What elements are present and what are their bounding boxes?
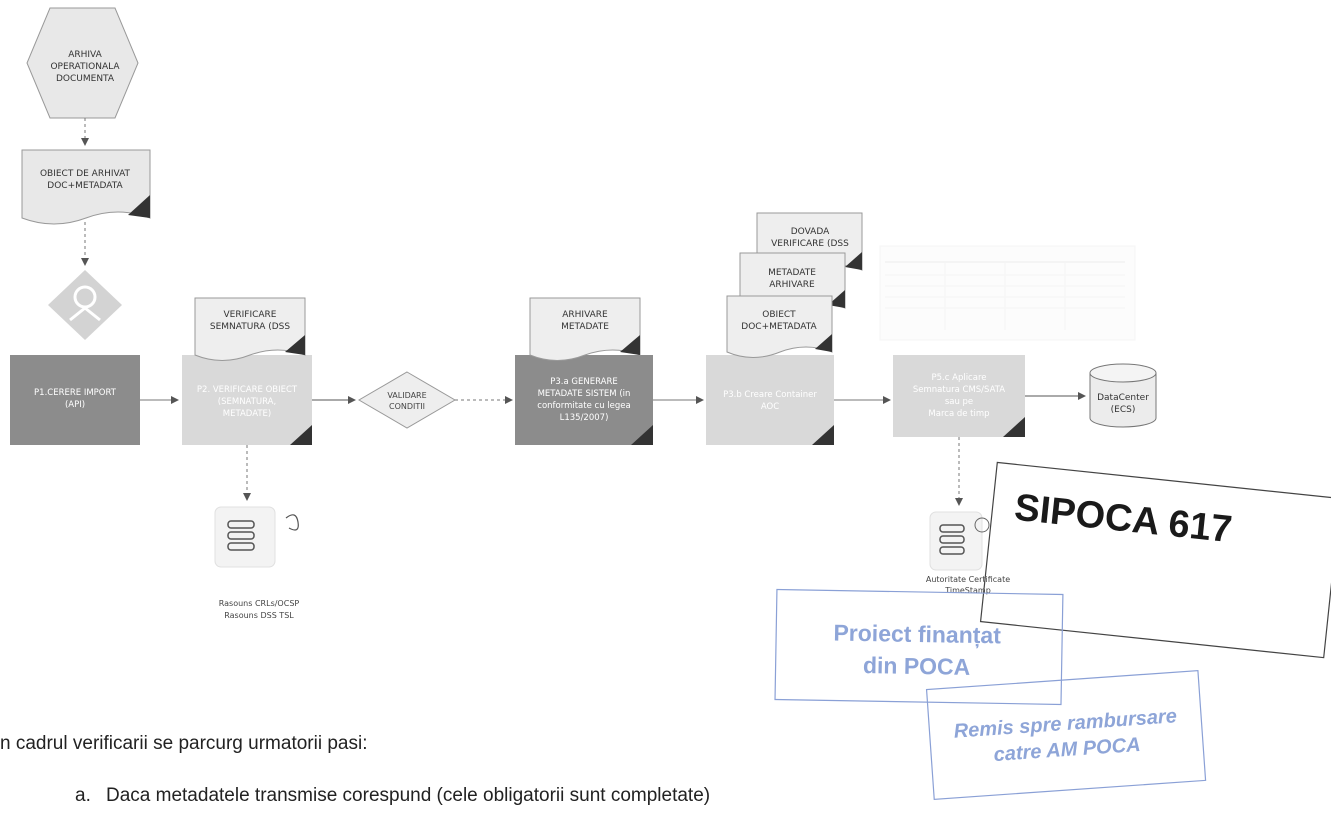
p3a-doc-line2: METADATE	[561, 322, 609, 332]
stamp-remis-line1: Remis spre rambursare	[953, 705, 1177, 743]
start-node-line3: DOCUMENTA	[56, 74, 115, 84]
doc-obiect-line2: DOC+METADATA	[47, 181, 123, 191]
server-list-icon	[214, 506, 299, 568]
stamp-sipoca-text: SIPOCA 617	[1012, 487, 1233, 552]
p3b-doc2-line2: ARHIVARE	[769, 280, 815, 290]
rasouns-line2: Rasouns DSS TSL	[224, 611, 294, 620]
autoritate-line2: TimeStamp	[944, 586, 991, 595]
p3a-line3: conformitate cu legea	[537, 401, 630, 411]
p1-line1: P1.CERERE IMPORT	[34, 388, 117, 398]
stamp-remis-rambursare: Remis spre rambursare catre AM POCA	[925, 670, 1207, 800]
faint-table-thumbnail	[879, 245, 1136, 341]
start-node-line2: OPERATIONALA	[50, 62, 120, 72]
p2-doc-line1: VERIFICARE	[224, 310, 277, 320]
p2-line1: P2. VERIFICARE OBIECT	[197, 385, 298, 395]
stamp-proiect-finantat: Proiect finanțat din POCA	[774, 588, 1064, 706]
p3b-doc3-line2: DOC+METADATA	[741, 322, 817, 332]
stamp-proiect-line2: din POCA	[863, 652, 971, 680]
stamp-remis-line2: catre AM POCA	[993, 734, 1141, 766]
rasouns-line1: Rasouns CRLs/OCSP	[219, 599, 300, 608]
intro-paragraph: n cadrul verificarii se parcurg urmatori…	[0, 733, 368, 754]
stamp-proiect-line1: Proiect finanțat	[833, 619, 1001, 649]
p3b-line2: AOC	[761, 402, 779, 412]
doc-obiect-metadata: OBIECT DOC+METADATA	[726, 295, 833, 358]
doc-verificare-semnatura: VERIFICARE SEMNATURA (DSS	[194, 297, 306, 361]
validare-line2: CONDITII	[389, 402, 425, 411]
p3a-line4: L135/2007)	[560, 413, 609, 423]
p2-line3: METADATE)	[223, 409, 271, 419]
start-node-line1: ARHIVA	[68, 50, 102, 60]
p5-line4: Marca de timp	[928, 409, 989, 419]
p3a-line2: METADATE SISTEM (in	[538, 389, 631, 399]
p5-line1: P5.c Aplicare	[932, 373, 987, 383]
p2-verificare-obiect: P2. VERIFICARE OBIECT (SEMNATURA, METADA…	[182, 355, 312, 445]
doc-arhivare-metadate: ARHIVARE METADATE	[529, 297, 641, 361]
p3a-generare-metadate: P3.a GENERARE METADATE SISTEM (in confor…	[515, 355, 653, 445]
p3b-doc2-line1: METADATE	[768, 268, 816, 278]
p3a-line1: P3.a GENERARE	[550, 377, 618, 387]
datacenter-line2: (ECS)	[1111, 405, 1136, 415]
p2-line2: (SEMNATURA,	[218, 397, 276, 407]
p1-cerere-import: P1.CERERE IMPORT (API)	[10, 355, 140, 445]
p1-line2: (API)	[65, 400, 85, 410]
p3b-line1: P3.b Creare Container	[723, 390, 817, 400]
p5-line2: Semnatura CMS/SATA	[913, 385, 1005, 395]
stamp-sipoca-smis: SIPOCA 617	[979, 461, 1331, 659]
p5-line3: sau pe	[945, 397, 973, 407]
doc-obiect-line1: OBIECT DE ARHIVAT	[40, 169, 131, 179]
decision-validare-conditii: VALIDARE CONDITII	[358, 371, 456, 429]
p3b-creare-container: P3.b Creare Container AOC	[706, 355, 834, 445]
datacenter-line1: DataCenter	[1097, 393, 1149, 403]
autoritate-line1: Autoritate Certificate	[926, 575, 1010, 584]
datacenter-cylinder: DataCenter (ECS)	[1089, 363, 1157, 428]
validare-line1: VALIDARE	[387, 391, 426, 400]
p3a-doc-line1: ARHIVARE	[562, 310, 608, 320]
timestamp-server-icon	[929, 511, 990, 571]
doc-obiect-arhivat: OBIECT DE ARHIVAT DOC+METADATA	[21, 149, 151, 225]
list-item-a-marker: a.	[75, 785, 91, 806]
api-gateway-icon	[48, 270, 122, 340]
p2-doc-line2: SEMNATURA (DSS	[210, 322, 291, 332]
p3b-doc1-line2: VERIFICARE (DSS	[771, 239, 849, 249]
list-item-a: Daca metadatele transmise corespund (cel…	[106, 785, 711, 806]
p3b-doc3-line1: OBIECT	[762, 310, 796, 320]
p5-aplicare-semnatura: P5.c Aplicare Semnatura CMS/SATA sau pe …	[893, 355, 1025, 437]
start-node: ARHIVA OPERATIONALA DOCUMENTA	[26, 7, 139, 119]
p3b-doc1-line1: DOVADA	[791, 227, 830, 237]
